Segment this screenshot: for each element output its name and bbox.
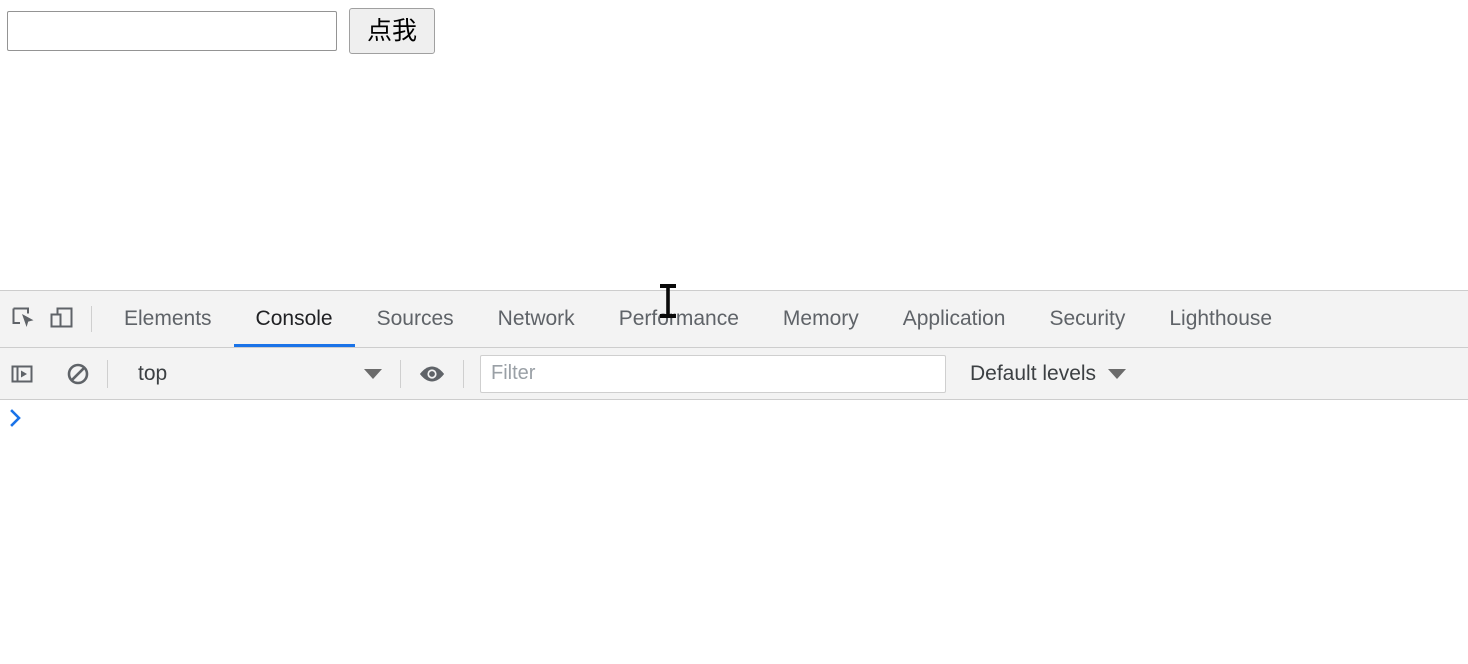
console-sidebar-icon[interactable] — [5, 357, 39, 391]
page-content-area: 点我 — [0, 0, 1468, 290]
live-expression-eye-icon[interactable] — [415, 357, 449, 391]
filter-input[interactable] — [480, 354, 946, 393]
tab-performance[interactable]: Performance — [618, 307, 739, 330]
console-toolbar-divider-1 — [107, 359, 108, 388]
log-levels-dropdown[interactable]: Default levels — [964, 348, 1132, 399]
console-message-area[interactable] — [0, 400, 1468, 663]
clear-console-icon[interactable] — [61, 357, 95, 391]
tab-sources[interactable]: Sources — [376, 307, 454, 330]
tab-console[interactable]: Console — [233, 291, 355, 347]
devtools-tabbar: Elements Console Sources Network Perform… — [0, 291, 1468, 348]
text-input[interactable] — [7, 11, 337, 51]
console-toolbar-divider-3 — [463, 359, 464, 388]
log-levels-value: Default levels — [970, 361, 1097, 385]
console-sidebar-glyph — [11, 365, 33, 382]
tab-application[interactable]: Application — [902, 307, 1006, 330]
console-toolbar: top Default levels — [0, 348, 1468, 400]
clear-console-glyph — [67, 363, 89, 384]
device-toolbar-icon[interactable] — [43, 300, 81, 338]
tab-security[interactable]: Security — [1049, 307, 1126, 330]
devtools-panel: Elements Console Sources Network Perform… — [0, 290, 1468, 664]
tab-lighthouse[interactable]: Lighthouse — [1169, 307, 1273, 330]
console-prompt-input[interactable] — [24, 400, 1468, 436]
click-me-button[interactable]: 点我 — [349, 8, 435, 54]
chevron-down-icon-levels — [1108, 368, 1127, 379]
tab-elements[interactable]: Elements — [124, 307, 212, 330]
device-toolbar-glyph — [50, 307, 73, 328]
eye-glyph — [420, 366, 444, 381]
devtools-tab-list: Elements Console Sources Network Perform… — [102, 291, 1294, 347]
console-toolbar-divider-2 — [400, 359, 401, 388]
tab-memory[interactable]: Memory — [782, 307, 859, 330]
console-prompt-chevron-icon — [10, 409, 21, 427]
chevron-down-icon — [364, 368, 382, 379]
tab-network[interactable]: Network — [497, 307, 575, 330]
toolbar-divider — [91, 306, 92, 332]
console-prompt-row[interactable] — [0, 400, 1468, 436]
execution-context-value: top — [138, 361, 168, 385]
inspect-element-glyph — [12, 307, 34, 327]
execution-context-dropdown[interactable]: top — [120, 348, 400, 399]
inspect-element-icon[interactable] — [5, 300, 43, 338]
